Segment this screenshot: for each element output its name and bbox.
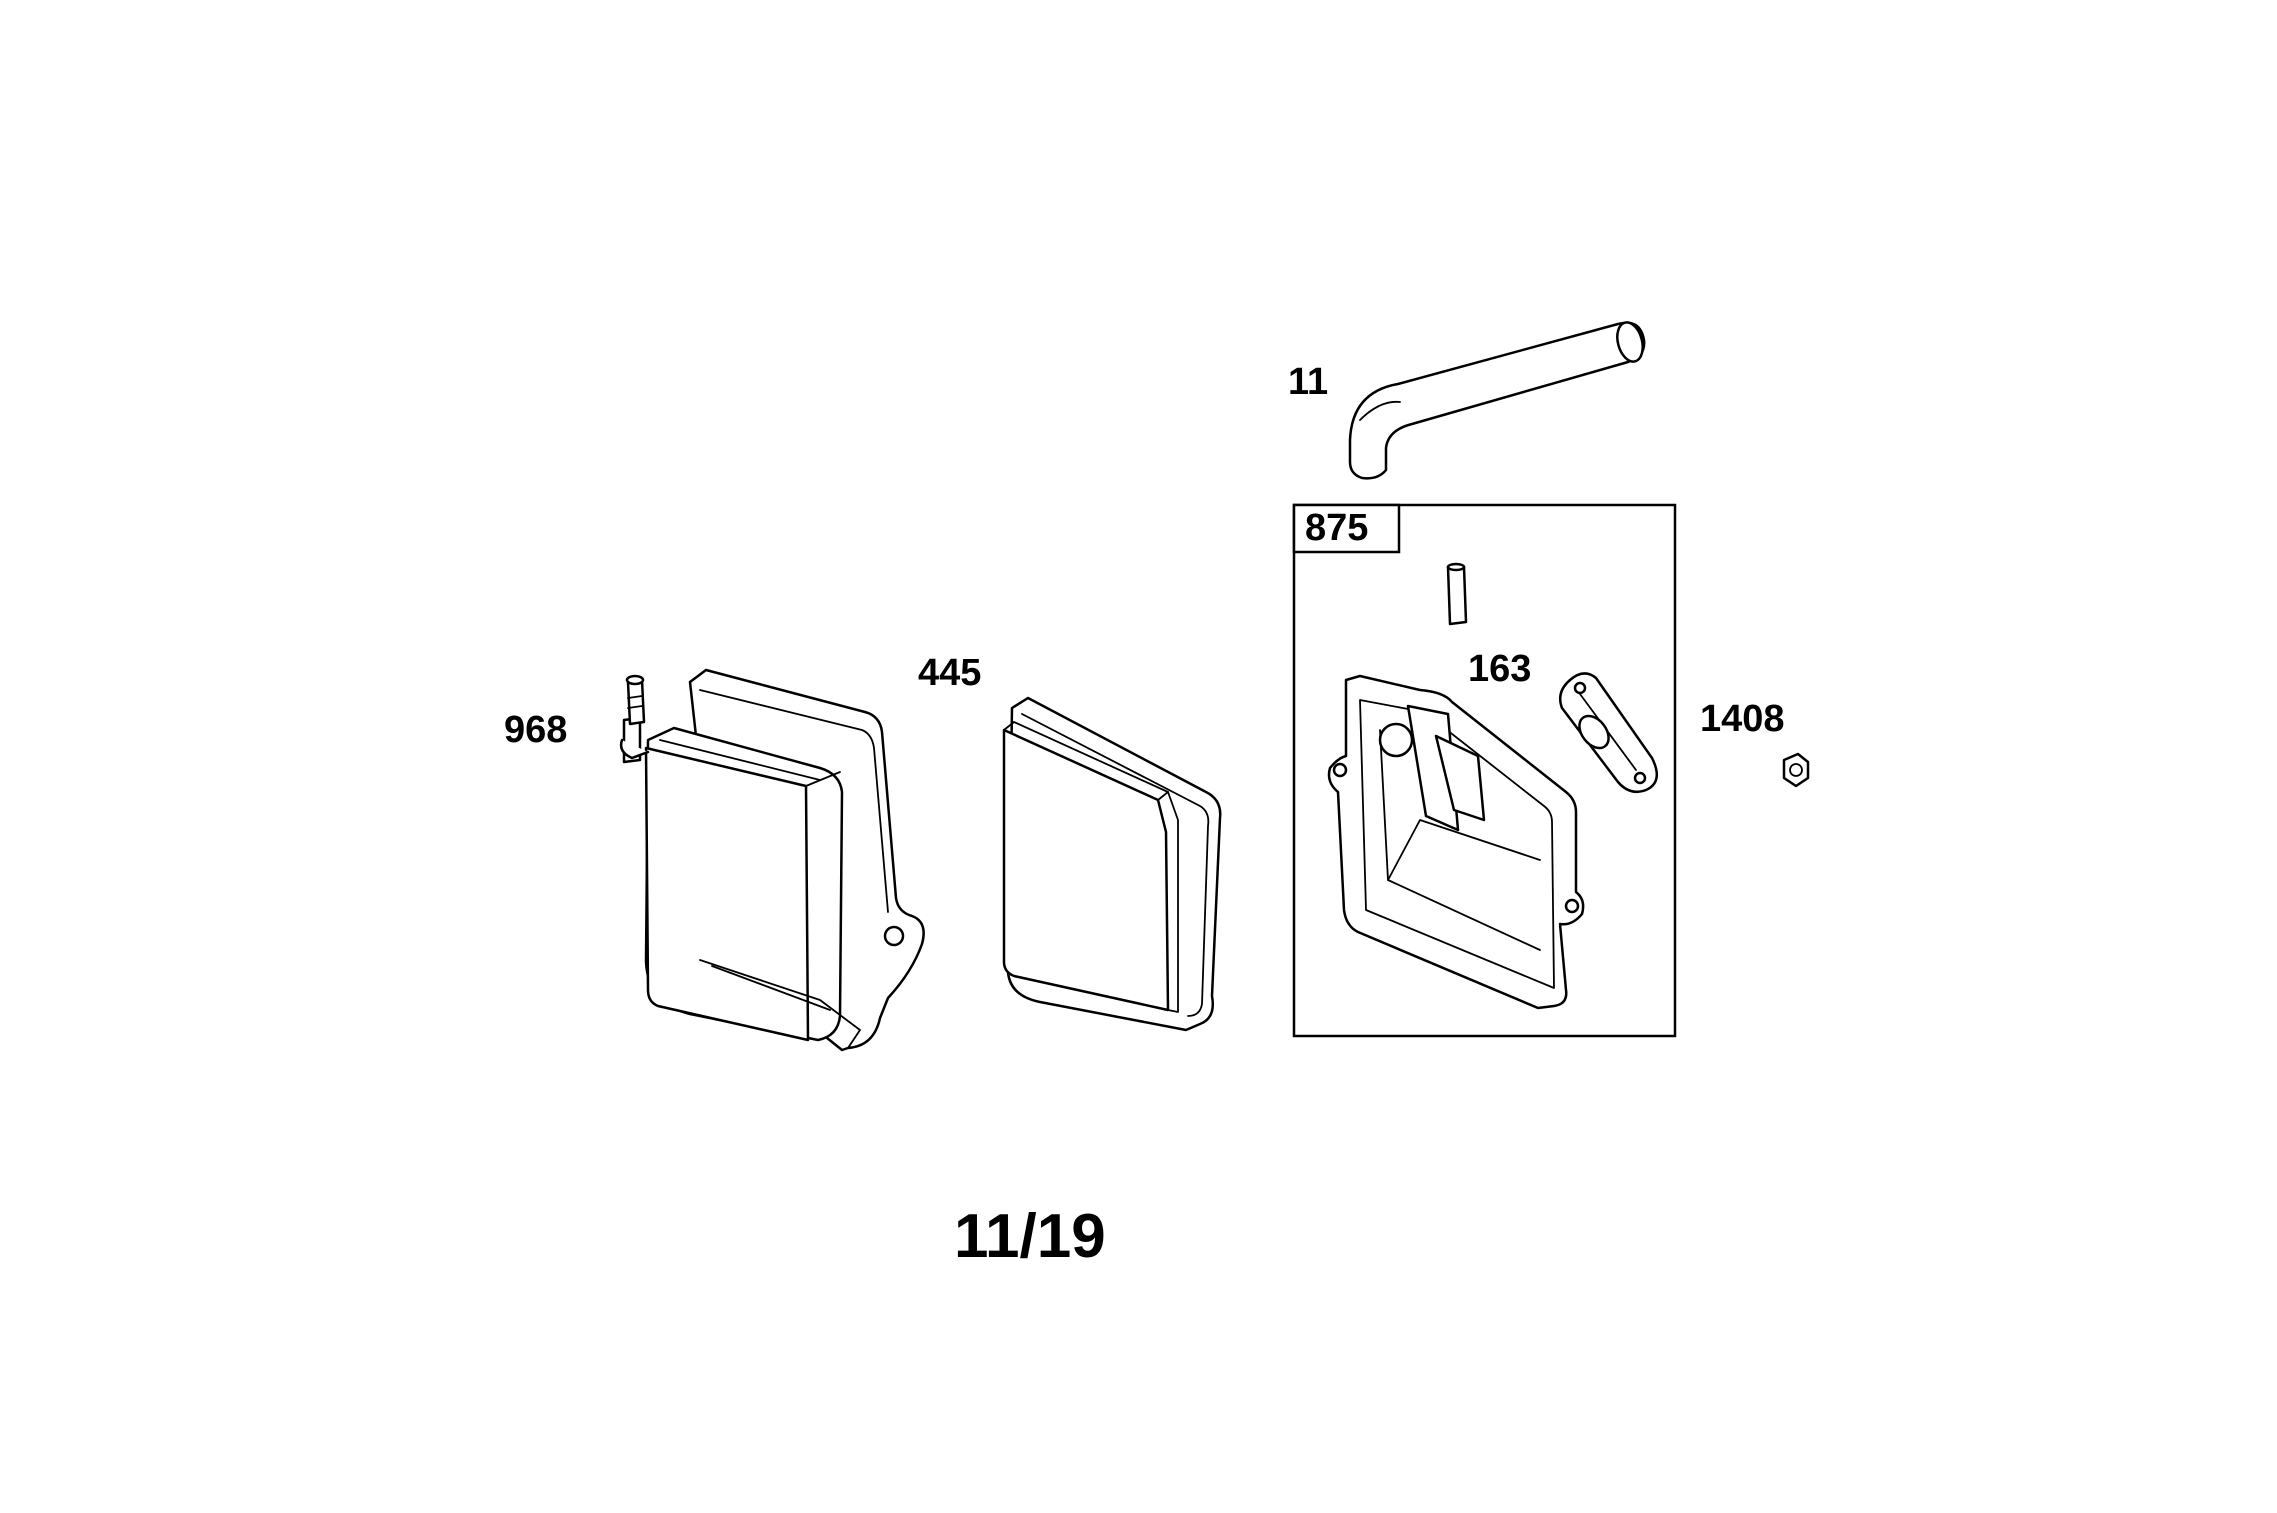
breather-plate-drawing <box>1327 674 1585 1010</box>
air-filter-drawing <box>1002 696 1222 1032</box>
callout-445: 445 <box>918 652 981 694</box>
air-cleaner-cover-drawing <box>619 668 925 1052</box>
breather-kit-box <box>1292 503 1677 1038</box>
callout-968: 968 <box>504 709 567 751</box>
breather-hose-drawing <box>1348 321 1646 480</box>
callout-875: 875 <box>1305 507 1368 549</box>
callout-1408: 1408 <box>1700 698 1785 740</box>
callout-163: 163 <box>1468 648 1531 690</box>
figure-label: 11/19 <box>954 1202 1106 1271</box>
nut-drawing <box>1782 752 1810 788</box>
breather-gasket-drawing <box>1559 672 1659 793</box>
breather-pin-drawing <box>1446 562 1468 626</box>
callout-11: 11 <box>1288 361 1328 403</box>
